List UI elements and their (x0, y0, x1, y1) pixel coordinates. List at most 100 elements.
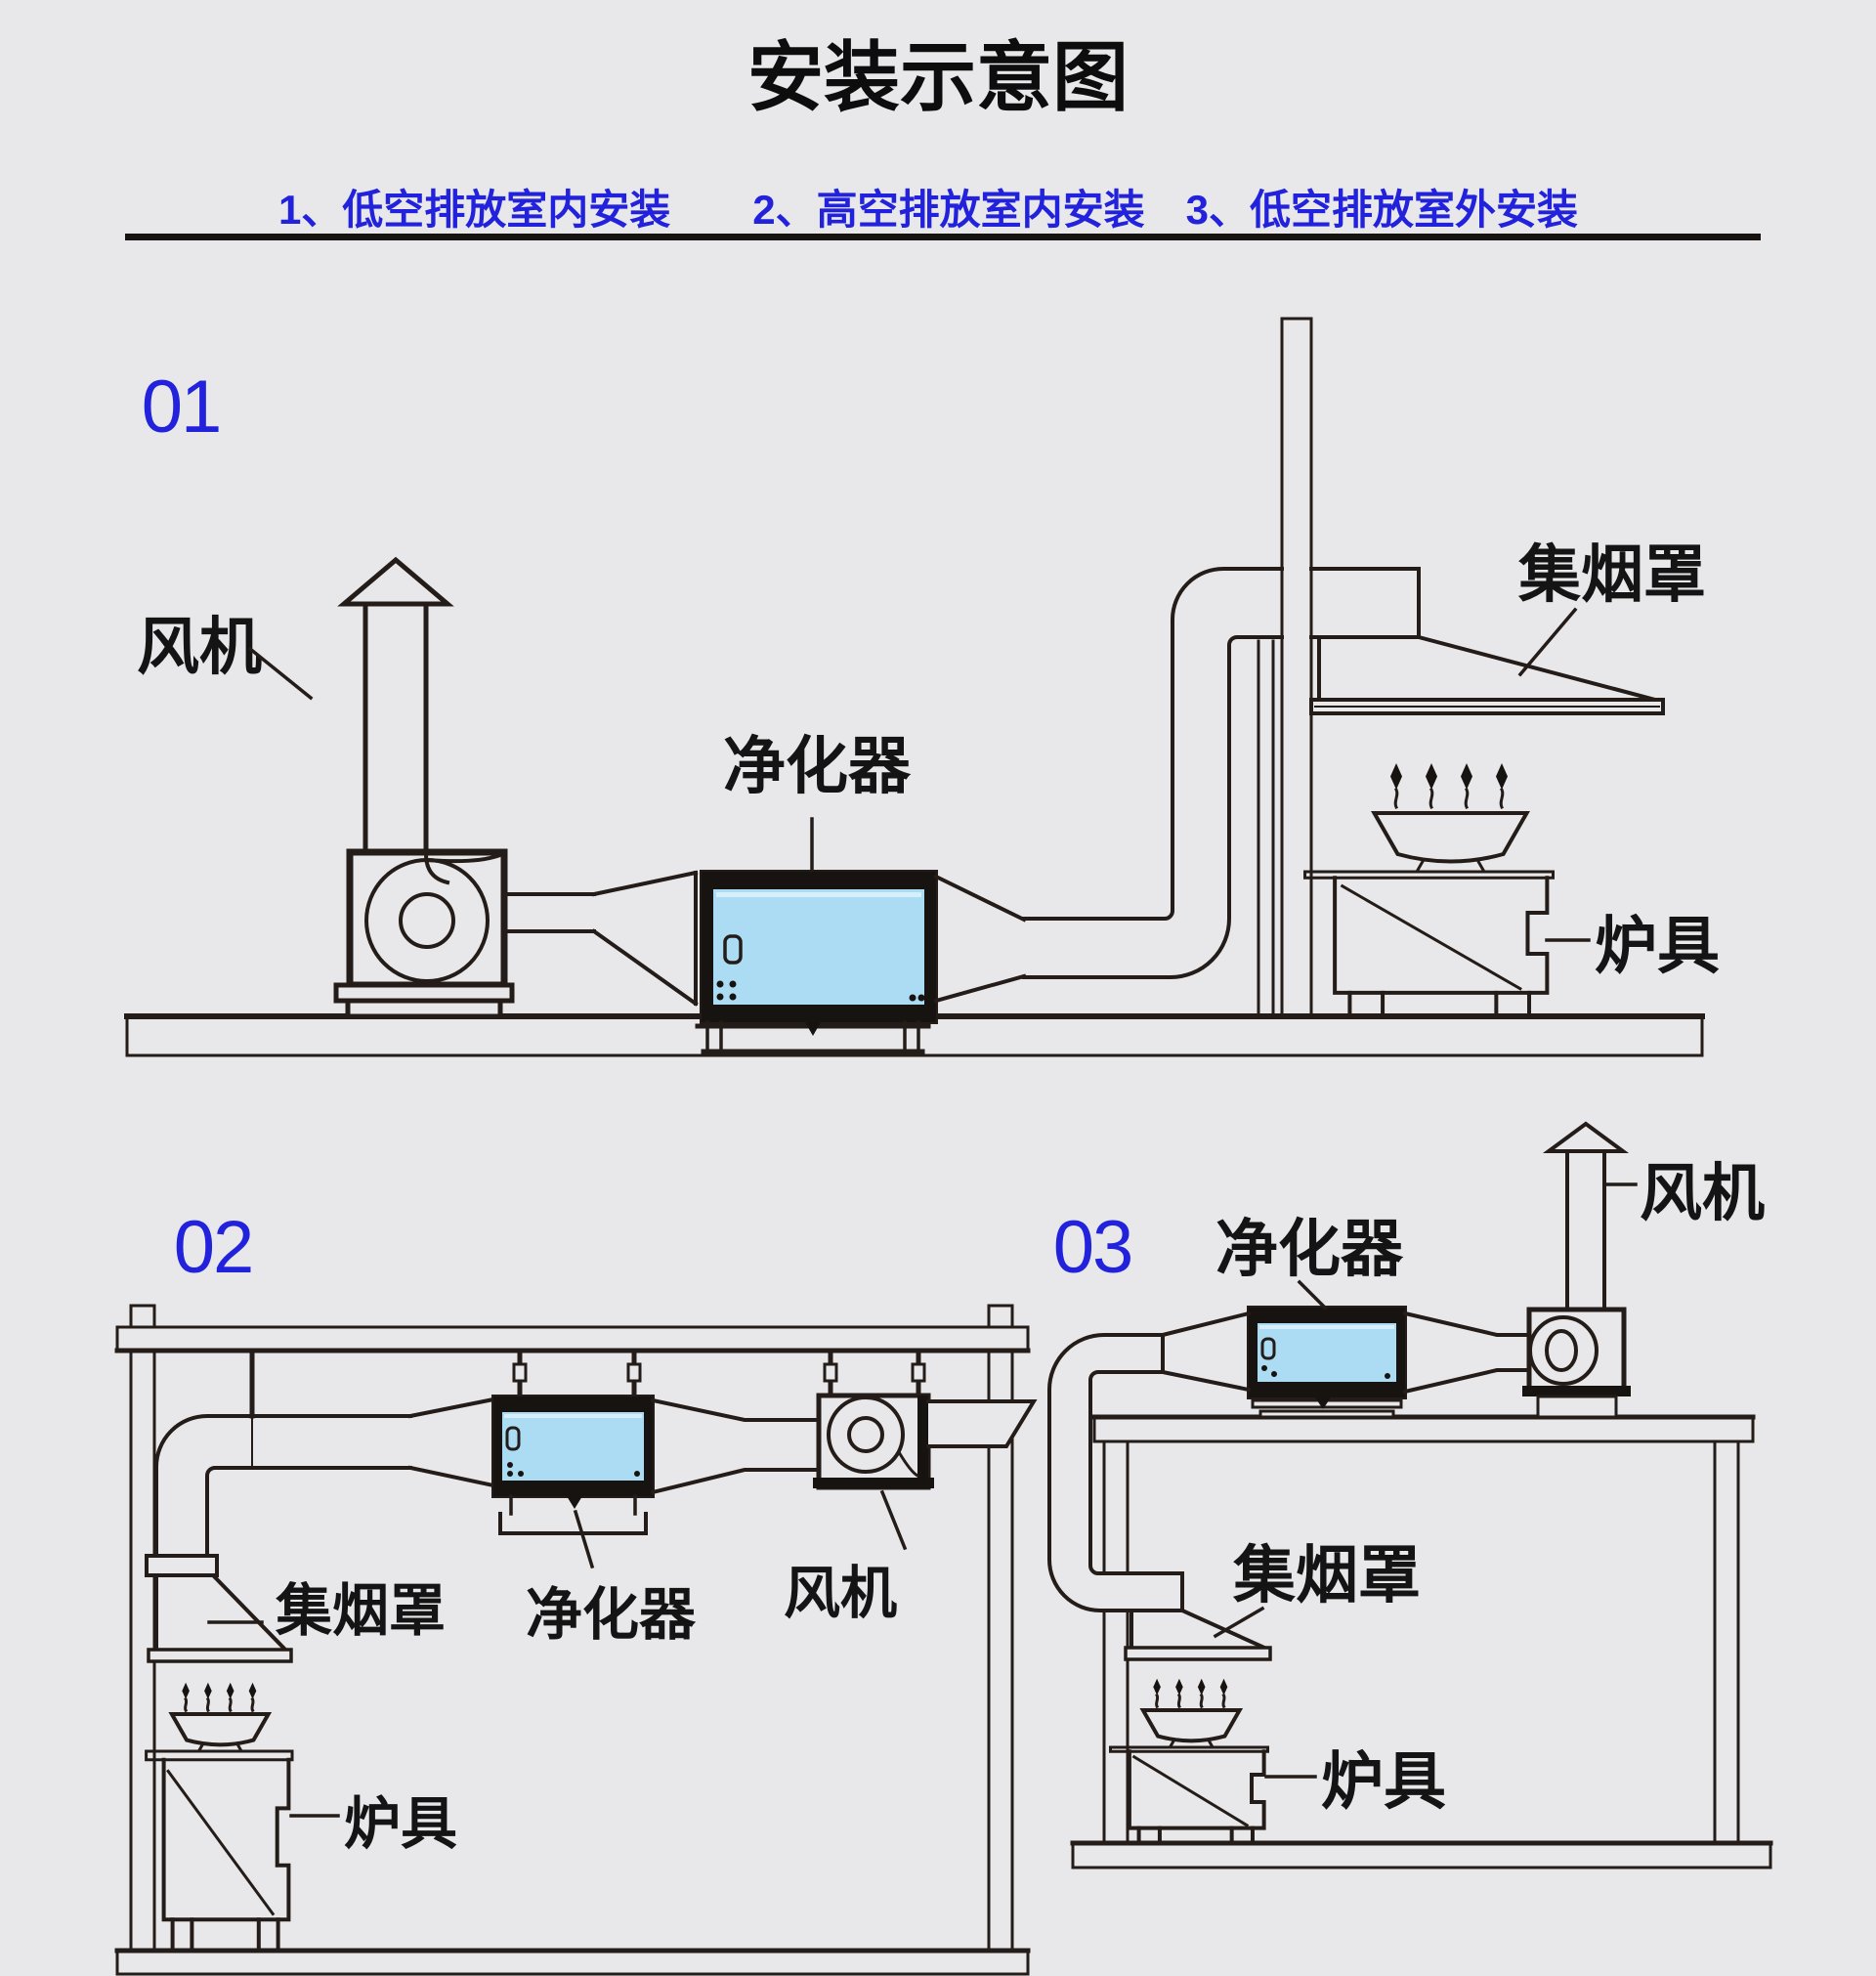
purifier-icon (491, 1348, 655, 1535)
duct-elbow-inner (205, 1466, 412, 1558)
stove-label: 炉具 (344, 1792, 457, 1856)
fan-icon (813, 1348, 934, 1490)
purifier-label: 净化器 (526, 1583, 697, 1647)
header-divider (125, 234, 1761, 240)
chimney-icon (1565, 1149, 1606, 1311)
ceiling (115, 1325, 1030, 1353)
hood-label: 集烟罩 (275, 1579, 446, 1643)
purifier-door-handle (505, 1426, 521, 1451)
diagram-number: 01 (142, 365, 221, 449)
hood-icon (145, 1554, 293, 1663)
wall (1280, 317, 1313, 1018)
wok-burner-icon (1375, 763, 1527, 872)
diagram-number: 02 (174, 1206, 253, 1289)
duct-purifier-to-wall (933, 567, 1284, 1004)
fan-pointer (879, 1489, 908, 1551)
purifier-stand-legs (705, 1020, 920, 1053)
purifier-frame-bottom (702, 1005, 936, 1022)
fan-label: 风机 (784, 1562, 897, 1625)
exhaust-cap-icon (1542, 1121, 1630, 1153)
floor (1071, 1841, 1772, 1869)
hood-pointer (1213, 1606, 1265, 1639)
fan-housing (816, 1393, 931, 1490)
purifier-panel-highlight (504, 1414, 642, 1418)
hanger-turnbuckle (626, 1362, 642, 1383)
purifier-rivets (1261, 1365, 1390, 1379)
duct-wall-pass (1100, 1575, 1182, 1609)
fan-scroll-curve (423, 851, 505, 885)
stove-icon (147, 1751, 292, 1951)
hood-lip (1124, 1646, 1272, 1661)
purifier-hanger-rods (517, 1348, 637, 1399)
purifier-door-handle (723, 934, 743, 965)
purifier-door-panel (502, 1412, 644, 1481)
exhaust-cap-icon (337, 556, 454, 607)
duct-fan-to-purifier (502, 870, 699, 1007)
fan-scroll (827, 1396, 905, 1474)
fan-icon (333, 556, 515, 1019)
hanger-turnbuckle (911, 1362, 926, 1383)
purifier-label: 净化器 (1215, 1214, 1404, 1284)
duct-elbow-inner (1022, 635, 1284, 979)
hood-lip (147, 1648, 293, 1663)
duct-elbow-outer (1022, 567, 1284, 921)
purifier-icon (695, 870, 938, 1054)
diagram-01: 01 (124, 317, 1720, 1057)
hood-pointer (1517, 607, 1578, 677)
purifier-stand-rail (1258, 1409, 1395, 1419)
duct-cone (933, 874, 1027, 1004)
fan-plinth (1536, 1395, 1618, 1419)
fan-icon (1522, 1121, 1631, 1419)
fan-label: 风机 (137, 612, 262, 682)
header: 安装示意图 1、低空排放室内安装 2、高空排放室内安装 3、低空排放室外安装 (125, 34, 1761, 240)
stove-icon (1108, 1745, 1270, 1845)
hood-slope (154, 1573, 288, 1654)
diagram-number: 03 (1053, 1206, 1132, 1289)
purifier-frame-left (1249, 1308, 1258, 1397)
purifier-frame-left (493, 1396, 502, 1496)
fan-housing-right-bar (917, 1396, 928, 1480)
purifier-frame-bottom (493, 1481, 653, 1496)
fan-hub (1545, 1329, 1578, 1372)
duct-cone-left (407, 1396, 496, 1488)
purifier-door-panel (1258, 1323, 1396, 1382)
wall-stub-right (987, 1304, 1014, 1329)
hood-plenum (1309, 567, 1421, 639)
purifier-tray (498, 1512, 648, 1535)
duct-elbow-outer (154, 1414, 412, 1558)
purifier-rivets (716, 980, 925, 1002)
purifier-drain (567, 1496, 582, 1509)
hood-slope (1130, 1608, 1267, 1651)
fan-housing (346, 848, 508, 989)
floor (115, 1949, 1030, 1976)
hanger-turnbuckle (823, 1362, 838, 1383)
purifier-label: 净化器 (723, 731, 912, 801)
wall-liner-panel (1257, 639, 1275, 1018)
fan-hanger-rods (828, 1348, 921, 1398)
subtitle: 1、低空排放室内安装 2、高空排放室内安装 3、低空排放室外安装 (278, 187, 1578, 233)
purifier-door-panel (713, 889, 924, 1005)
fan-hub (399, 892, 455, 949)
purifier-frame-right (924, 872, 936, 1022)
fan-base-lower (345, 998, 503, 1019)
purifier-panel-highlight (1259, 1325, 1394, 1329)
hood-label: 集烟罩 (1517, 539, 1706, 610)
fan-scroll-curve (896, 1449, 920, 1479)
purifier-frame-top (1249, 1308, 1405, 1323)
duct-elbow-outer (1047, 1333, 1184, 1612)
wok-burner-icon (172, 1683, 269, 1751)
purifier-icon (1247, 1306, 1407, 1419)
hood-icon (1309, 567, 1665, 715)
duct-purifier-to-fan (650, 1397, 821, 1495)
fan-housing-bottom-rail (1522, 1386, 1631, 1396)
stove-icon (1305, 872, 1554, 1015)
hood-flange (145, 1554, 219, 1577)
duct-elbow-inner (1088, 1370, 1184, 1575)
stove-label: 炉具 (1321, 1746, 1446, 1817)
duct-cone-left (1160, 1310, 1252, 1393)
purifier-panel-highlight (716, 892, 921, 897)
fan-pointer (247, 646, 314, 701)
hood-slope (1416, 634, 1658, 703)
purifier-drain (805, 1022, 821, 1036)
